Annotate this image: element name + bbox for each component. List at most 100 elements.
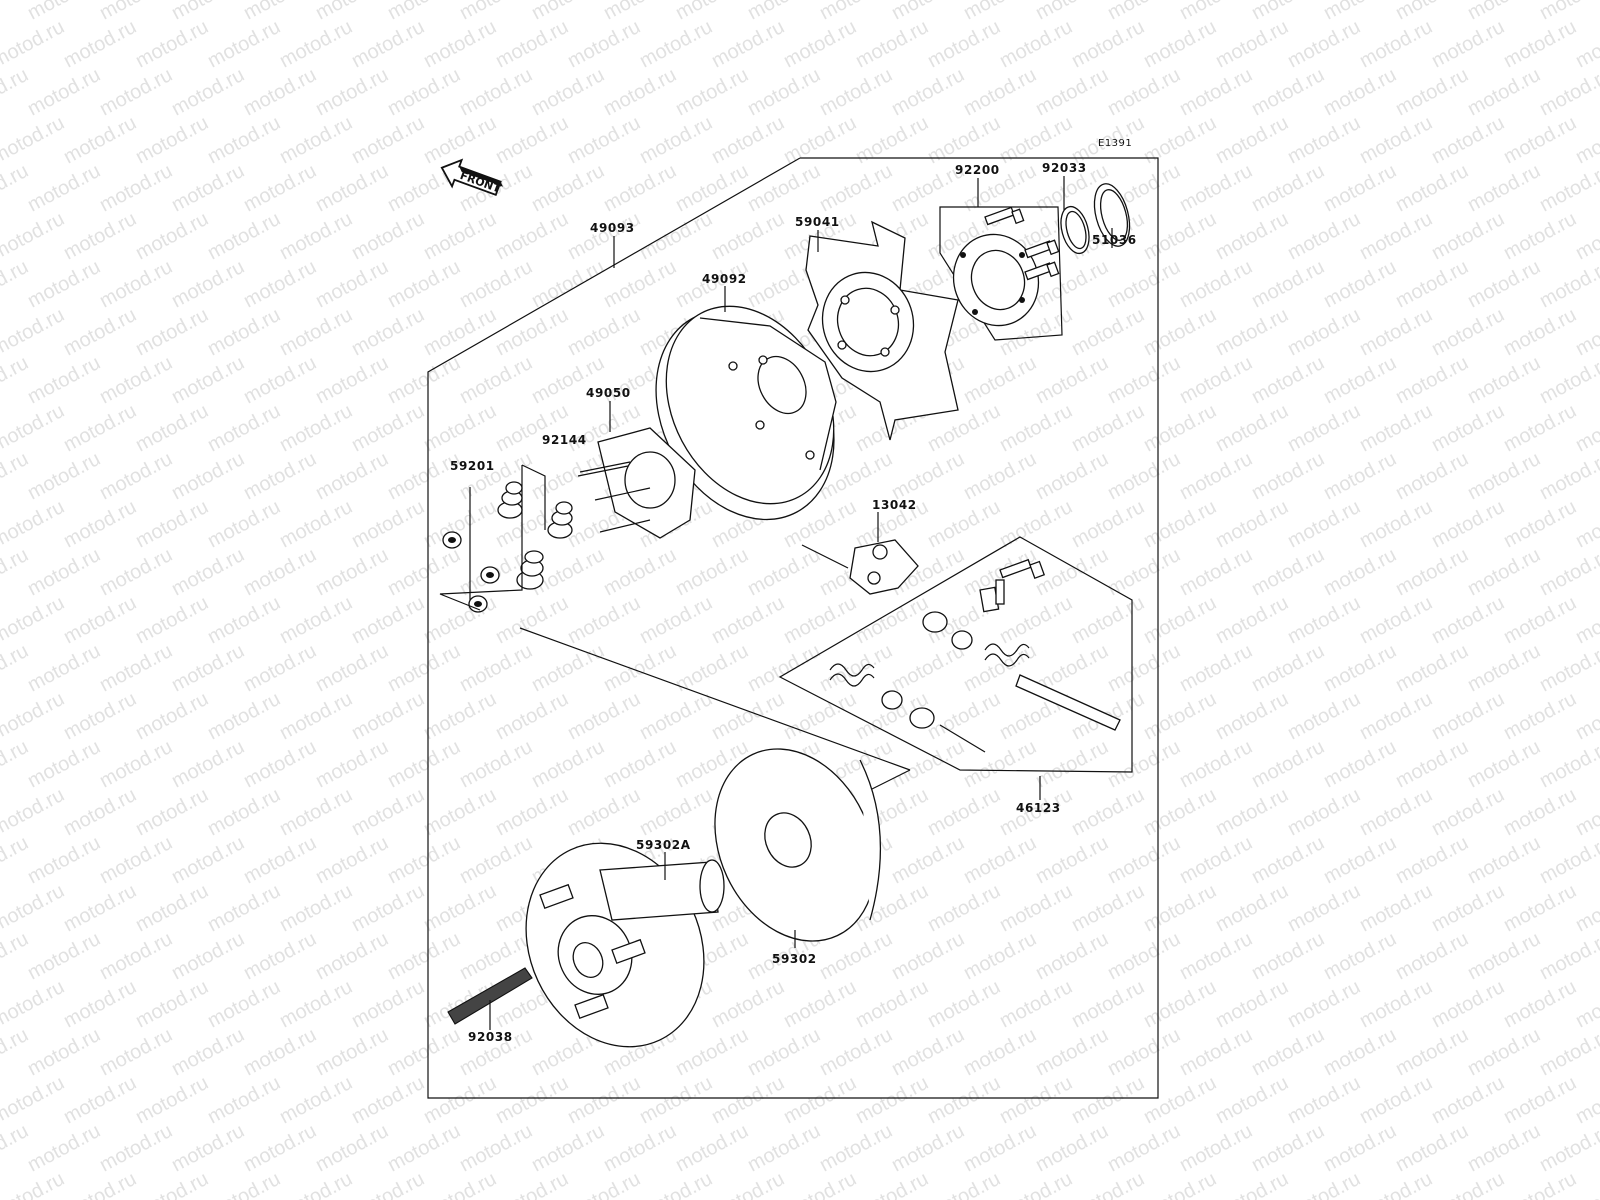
watermark-text: motod.ru xyxy=(1212,208,1292,264)
watermark-text: motod.ru xyxy=(1176,832,1256,888)
watermark-text: motod.ru xyxy=(996,592,1076,648)
watermark-text: motod.ru xyxy=(636,112,716,168)
watermark-text: motod.ru xyxy=(204,880,284,936)
watermark-text: motod.ru xyxy=(996,1072,1076,1128)
watermark-text: motod.ru xyxy=(492,592,572,648)
watermark-text: motod.ru xyxy=(708,592,788,648)
watermark-text: motod.ru xyxy=(1500,496,1580,552)
watermark-text: motod.ru xyxy=(492,208,572,264)
watermark-text: motod.ru xyxy=(1572,1072,1600,1128)
watermark-text: motod.ru xyxy=(1176,544,1256,600)
watermark-text: motod.ru xyxy=(1176,0,1256,24)
leader-lines xyxy=(489,176,1113,1030)
watermark-text: motod.ru xyxy=(204,112,284,168)
watermark-text: motod.ru xyxy=(312,640,392,696)
watermark-text: motod.ru xyxy=(1320,0,1400,24)
watermark-text: motod.ru xyxy=(564,592,644,648)
watermark-text: motod.ru xyxy=(1104,640,1184,696)
watermark-text: motod.ru xyxy=(1248,352,1328,408)
watermark-text: motod.ru xyxy=(564,112,644,168)
watermark-text: motod.ru xyxy=(816,1120,896,1176)
watermark-text: motod.ru xyxy=(708,208,788,264)
watermark-text: motod.ru xyxy=(312,928,392,984)
watermark-text: motod.ru xyxy=(204,688,284,744)
watermark-text: motod.ru xyxy=(780,976,860,1032)
watermark-text: motod.ru xyxy=(492,688,572,744)
watermark-text: motod.ru xyxy=(1500,592,1580,648)
watermark-text: motod.ru xyxy=(1428,592,1508,648)
watermark-text: motod.ru xyxy=(780,1168,860,1200)
watermark-text: motod.ru xyxy=(384,448,464,504)
watermark-text: motod.ru xyxy=(24,1024,104,1080)
watermark-text: motod.ru xyxy=(924,976,1004,1032)
watermark-text: motod.ru xyxy=(1212,304,1292,360)
watermark-text: motod.ru xyxy=(384,544,464,600)
watermark-text: motod.ru xyxy=(744,0,824,24)
watermark-text: motod.ru xyxy=(1392,352,1472,408)
watermark-text: motod.ru xyxy=(888,1024,968,1080)
watermark-text: motod.ru xyxy=(1428,784,1508,840)
watermark-text: motod.ru xyxy=(492,1072,572,1128)
watermark-text: motod.ru xyxy=(240,832,320,888)
watermark-text: motod.ru xyxy=(168,160,248,216)
watermark-text: motod.ru xyxy=(1248,1024,1328,1080)
watermark-text: motod.ru xyxy=(1464,1024,1544,1080)
watermark-text: motod.ru xyxy=(240,256,320,312)
watermark-text: motod.ru xyxy=(1320,544,1400,600)
watermark-text: motod.ru xyxy=(348,1168,428,1200)
watermark-text: motod.ru xyxy=(1284,1072,1364,1128)
watermark-text: motod.ru xyxy=(240,1120,320,1176)
watermark-text: motod.ru xyxy=(384,1120,464,1176)
watermark-text: motod.ru xyxy=(240,64,320,120)
watermark-text: motod.ru xyxy=(1140,1168,1220,1200)
watermark-text: motod.ru xyxy=(1032,0,1112,24)
watermark-text: motod.ru xyxy=(780,592,860,648)
watermark-text: motod.ru xyxy=(384,736,464,792)
bolt-icon xyxy=(1024,261,1060,281)
watermark-text: motod.ru xyxy=(276,976,356,1032)
watermark-text: motod.ru xyxy=(1176,256,1256,312)
watermark-text: motod.ru xyxy=(1176,928,1256,984)
watermark-text: motod.ru xyxy=(1212,1072,1292,1128)
watermark-text: motod.ru xyxy=(1356,688,1436,744)
watermark-text: motod.ru xyxy=(312,1024,392,1080)
watermark-text: motod.ru xyxy=(960,64,1040,120)
watermark-text: motod.ru xyxy=(672,0,752,24)
watermark-text: motod.ru xyxy=(1320,448,1400,504)
bushing-ring xyxy=(1093,183,1131,247)
watermark-text: motod.ru xyxy=(1176,1024,1256,1080)
watermark-text: motod.ru xyxy=(1248,160,1328,216)
watermark-text: motod.ru xyxy=(1248,736,1328,792)
watermark-text: motod.ru xyxy=(312,256,392,312)
watermark-text: motod.ru xyxy=(204,304,284,360)
watermark-text: motod.ru xyxy=(1572,784,1600,840)
watermark-text: motod.ru xyxy=(240,448,320,504)
watermark-text: motod.ru xyxy=(1284,304,1364,360)
watermark-text: motod.ru xyxy=(1500,1168,1580,1200)
watermark-text: motod.ru xyxy=(24,832,104,888)
part-label-92200: 92200 xyxy=(955,163,1000,177)
leader-line xyxy=(519,627,911,771)
watermark-text: motod.ru xyxy=(240,928,320,984)
watermark-text: motod.ru xyxy=(24,928,104,984)
flyweight-arm xyxy=(577,427,696,539)
watermark-text: motod.ru xyxy=(1140,1072,1220,1128)
watermark-text: motod.ru xyxy=(528,640,608,696)
watermark-text: motod.ru xyxy=(204,976,284,1032)
part-label-51036: 51036 xyxy=(1092,233,1137,247)
watermark-text: motod.ru xyxy=(528,0,608,24)
watermark-text: motod.ru xyxy=(1176,640,1256,696)
watermark-text: motod.ru xyxy=(708,112,788,168)
watermark-text: motod.ru xyxy=(384,928,464,984)
watermark-text: motod.ru xyxy=(60,976,140,1032)
watermark-text: motod.ru xyxy=(1464,256,1544,312)
watermark-text: motod.ru xyxy=(384,1024,464,1080)
watermark-text: motod.ru xyxy=(0,928,32,984)
watermark-text: motod.ru xyxy=(456,832,536,888)
watermark-text: motod.ru xyxy=(888,448,968,504)
movable-sheave xyxy=(714,748,882,942)
watermark-text: motod.ru xyxy=(132,1168,212,1200)
watermark-text: motod.ru xyxy=(240,1024,320,1080)
watermark-text: motod.ru xyxy=(636,592,716,648)
watermark-text: motod.ru xyxy=(312,160,392,216)
